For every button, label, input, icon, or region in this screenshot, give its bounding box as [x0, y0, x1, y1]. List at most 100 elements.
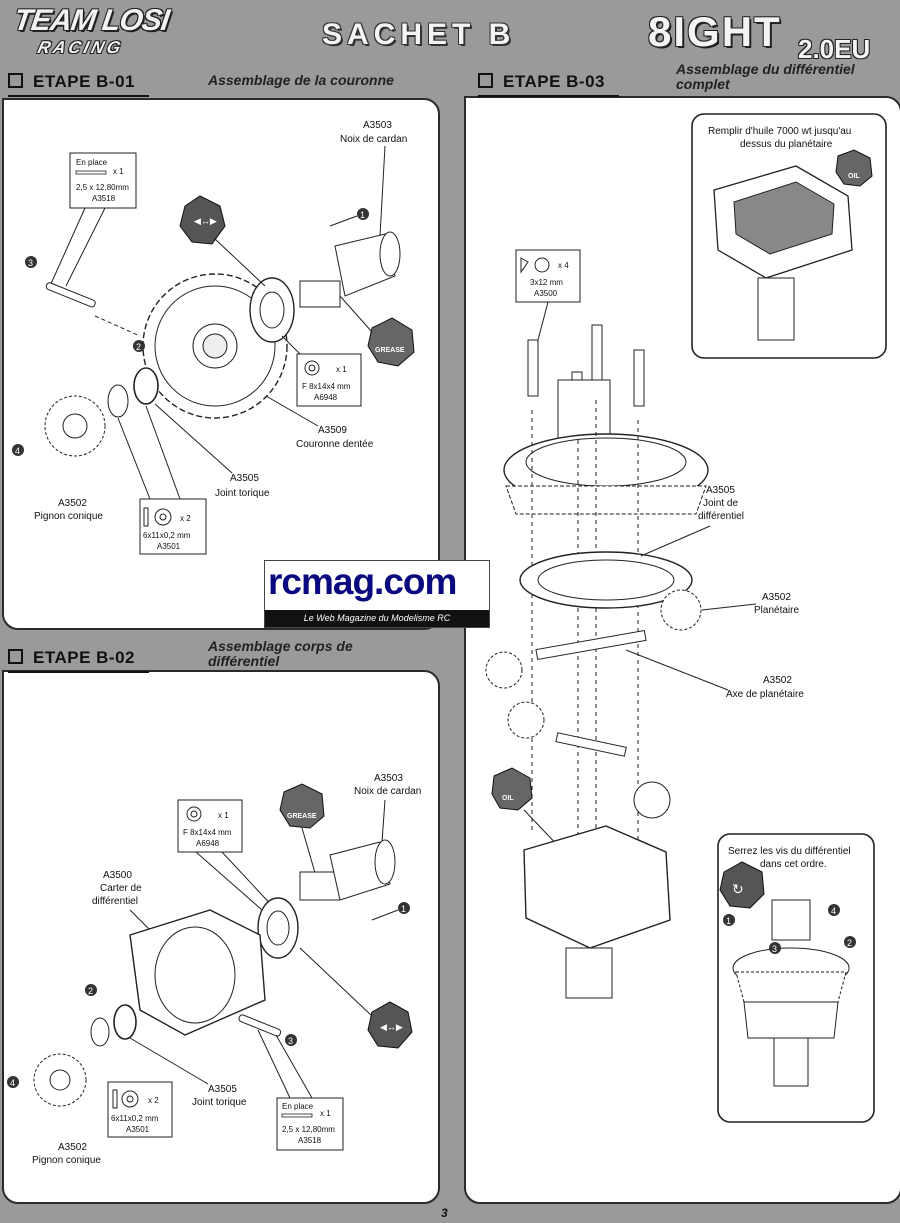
nut-ref: A3503 — [363, 120, 392, 131]
diff-case-part — [523, 825, 671, 999]
svg-text:F 8x14x4 mm: F 8x14x4 mm — [302, 382, 351, 391]
rcmag-watermark: rcmag.com Le Web Magazine du Modelisme R… — [264, 560, 490, 628]
svg-text:dans cet ordre.: dans cet ordre. — [760, 859, 827, 870]
planet-axle-part — [535, 629, 647, 661]
tool-marker: ◀↔▶ — [179, 195, 266, 287]
washer-callout: x 2 6x11x0,2 mm A3501 — [117, 405, 207, 555]
step-b02-label: ETAPE B-02 — [8, 648, 149, 673]
svg-text:x 2: x 2 — [148, 1096, 159, 1105]
svg-text:Carter de: Carter de — [100, 883, 142, 894]
tool-marker: ◀↔▶ — [299, 947, 413, 1049]
svg-text:différentiel: différentiel — [698, 511, 744, 522]
crown-assembly-part — [503, 379, 709, 515]
step-b03-subtitle: Assemblage du différentiel complet — [676, 61, 855, 92]
diff-case-part — [129, 909, 266, 1036]
svg-text:A3505: A3505 — [208, 1084, 237, 1095]
svg-text:Planétaire: Planétaire — [754, 605, 799, 616]
svg-text:1: 1 — [726, 916, 731, 926]
step-b03-diagram: Remplir d'huile 7000 wt jusqu'au dessus … — [485, 113, 887, 1123]
bearing-part — [249, 277, 295, 343]
svg-text:1: 1 — [401, 904, 406, 914]
step-b01-label: ETAPE B-01 — [8, 72, 149, 97]
svg-text:A6948: A6948 — [196, 839, 220, 848]
bearing-callout: x 1 F 8x14x4 mm A6948 — [281, 335, 362, 407]
oring-part — [133, 367, 159, 405]
svg-text:A3505: A3505 — [706, 485, 735, 496]
bearing-callout: x 1 F 8x14x4 mm A6948 — [177, 799, 277, 911]
svg-text:◀↔▶: ◀↔▶ — [194, 216, 217, 226]
svg-text:A3502: A3502 — [58, 1142, 87, 1153]
svg-text:A3503: A3503 — [374, 773, 403, 784]
svg-text:Axe de planétaire: Axe de planétaire — [726, 689, 804, 700]
svg-text:2,5 x 12,80mm: 2,5 x 12,80mm — [76, 183, 129, 192]
brand-top: TEAM LOSI — [11, 4, 171, 37]
svg-text:A3502: A3502 — [762, 592, 791, 603]
crown-name: Couronne dentée — [296, 439, 374, 450]
svg-text:Remplir d'huile 7000 wt jusqu': Remplir d'huile 7000 wt jusqu'au — [708, 126, 851, 137]
svg-text:OIL: OIL — [502, 795, 514, 802]
svg-text:x 1: x 1 — [320, 1109, 331, 1118]
page-header: TEAM LOSI RACING SACHET B 8IGHT 2.0EU — [0, 0, 900, 66]
svg-text:x 1: x 1 — [336, 365, 347, 374]
watermark-name: rcmag.com — [268, 561, 457, 602]
svg-text:A3500: A3500 — [534, 289, 558, 298]
pinion-part — [44, 395, 106, 457]
brand-bottom: RACING — [35, 38, 126, 57]
pin-note: En place — [76, 158, 108, 167]
tighten-order-inset: Serrez les vis du différentiel dans cet … — [717, 833, 875, 1123]
oring-part — [113, 1004, 137, 1040]
svg-text:A3501: A3501 — [126, 1125, 150, 1134]
svg-text:x 1: x 1 — [113, 167, 124, 176]
svg-text:A6948: A6948 — [314, 393, 338, 402]
planet-gear-part — [633, 781, 671, 819]
step-b01-numbers: 1 2 3 4 — [12, 208, 369, 456]
svg-text:1: 1 — [360, 210, 365, 220]
svg-text:◀↔▶: ◀↔▶ — [380, 1022, 403, 1032]
watermark-tagline: Le Web Magazine du Modelisme RC — [265, 610, 489, 627]
svg-text:x 2: x 2 — [180, 514, 191, 523]
oring-ref: A3505 — [230, 473, 259, 484]
oil-fill-inset: Remplir d'huile 7000 wt jusqu'au dessus … — [691, 113, 887, 359]
step-b02-numbers: 1 2 3 4 — [7, 902, 410, 1088]
pin-callout: En place x 1 2,5 x 12,80mm A3518 — [49, 152, 137, 287]
step-b03-header: ETAPE B-03 — [478, 72, 619, 97]
svg-text:En place: En place — [282, 1102, 314, 1111]
pinion-name: Pignon conique — [34, 511, 103, 522]
oring-name: Joint torique — [215, 488, 270, 499]
page-number: 3 — [441, 1206, 448, 1220]
svg-text:2,5 x 12,80mm: 2,5 x 12,80mm — [282, 1125, 335, 1134]
model-suffix: 2.0EU — [798, 34, 871, 64]
svg-text:dessus du planétaire: dessus du planétaire — [740, 139, 833, 150]
team-losi-logo: TEAM LOSI RACING — [11, 4, 214, 62]
svg-text:Serrez les vis du différentiel: Serrez les vis du différentiel — [728, 846, 851, 857]
pin-part — [45, 282, 96, 308]
model-name: 8IGHT — [648, 8, 782, 55]
svg-text:A3500: A3500 — [103, 870, 132, 881]
svg-text:3: 3 — [772, 944, 777, 954]
svg-text:2: 2 — [88, 986, 93, 996]
svg-text:↻: ↻ — [732, 881, 744, 897]
svg-text:2: 2 — [136, 342, 141, 352]
svg-text:A3501: A3501 — [157, 542, 181, 551]
step-b02-diagram: A3503 Noix de cardan GREASE x 1 F 8x14x4… — [7, 773, 421, 1166]
step-b02-subtitle: Assemblage corps de différentiel — [208, 638, 353, 669]
svg-text:4: 4 — [831, 906, 836, 916]
svg-text:3: 3 — [288, 1036, 293, 1046]
grease-marker: GREASE — [279, 783, 325, 891]
svg-text:4: 4 — [15, 446, 20, 456]
outdrive-part — [299, 231, 401, 308]
svg-text:6x11x0,2 mm: 6x11x0,2 mm — [111, 1114, 159, 1123]
svg-text:A3518: A3518 — [92, 194, 116, 203]
planet-gear-part — [507, 701, 545, 739]
svg-text:différentiel: différentiel — [92, 896, 138, 907]
step-b01-header: ETAPE B-01 — [8, 72, 149, 97]
svg-text:GREASE: GREASE — [287, 813, 317, 820]
screw-callout: x 4 3x12 mm A3500 — [515, 249, 581, 341]
washer-part — [90, 1017, 110, 1047]
pin-callout: En place x 1 2,5 x 12,80mm A3518 — [257, 1029, 344, 1151]
step-b02-header: ETAPE B-02 — [8, 648, 149, 673]
svg-text:6x11x0,2 mm: 6x11x0,2 mm — [143, 531, 191, 540]
svg-text:F 8x14x4 mm: F 8x14x4 mm — [183, 828, 232, 837]
svg-text:3: 3 — [28, 258, 33, 268]
svg-text:Pignon conique: Pignon conique — [32, 1155, 101, 1166]
